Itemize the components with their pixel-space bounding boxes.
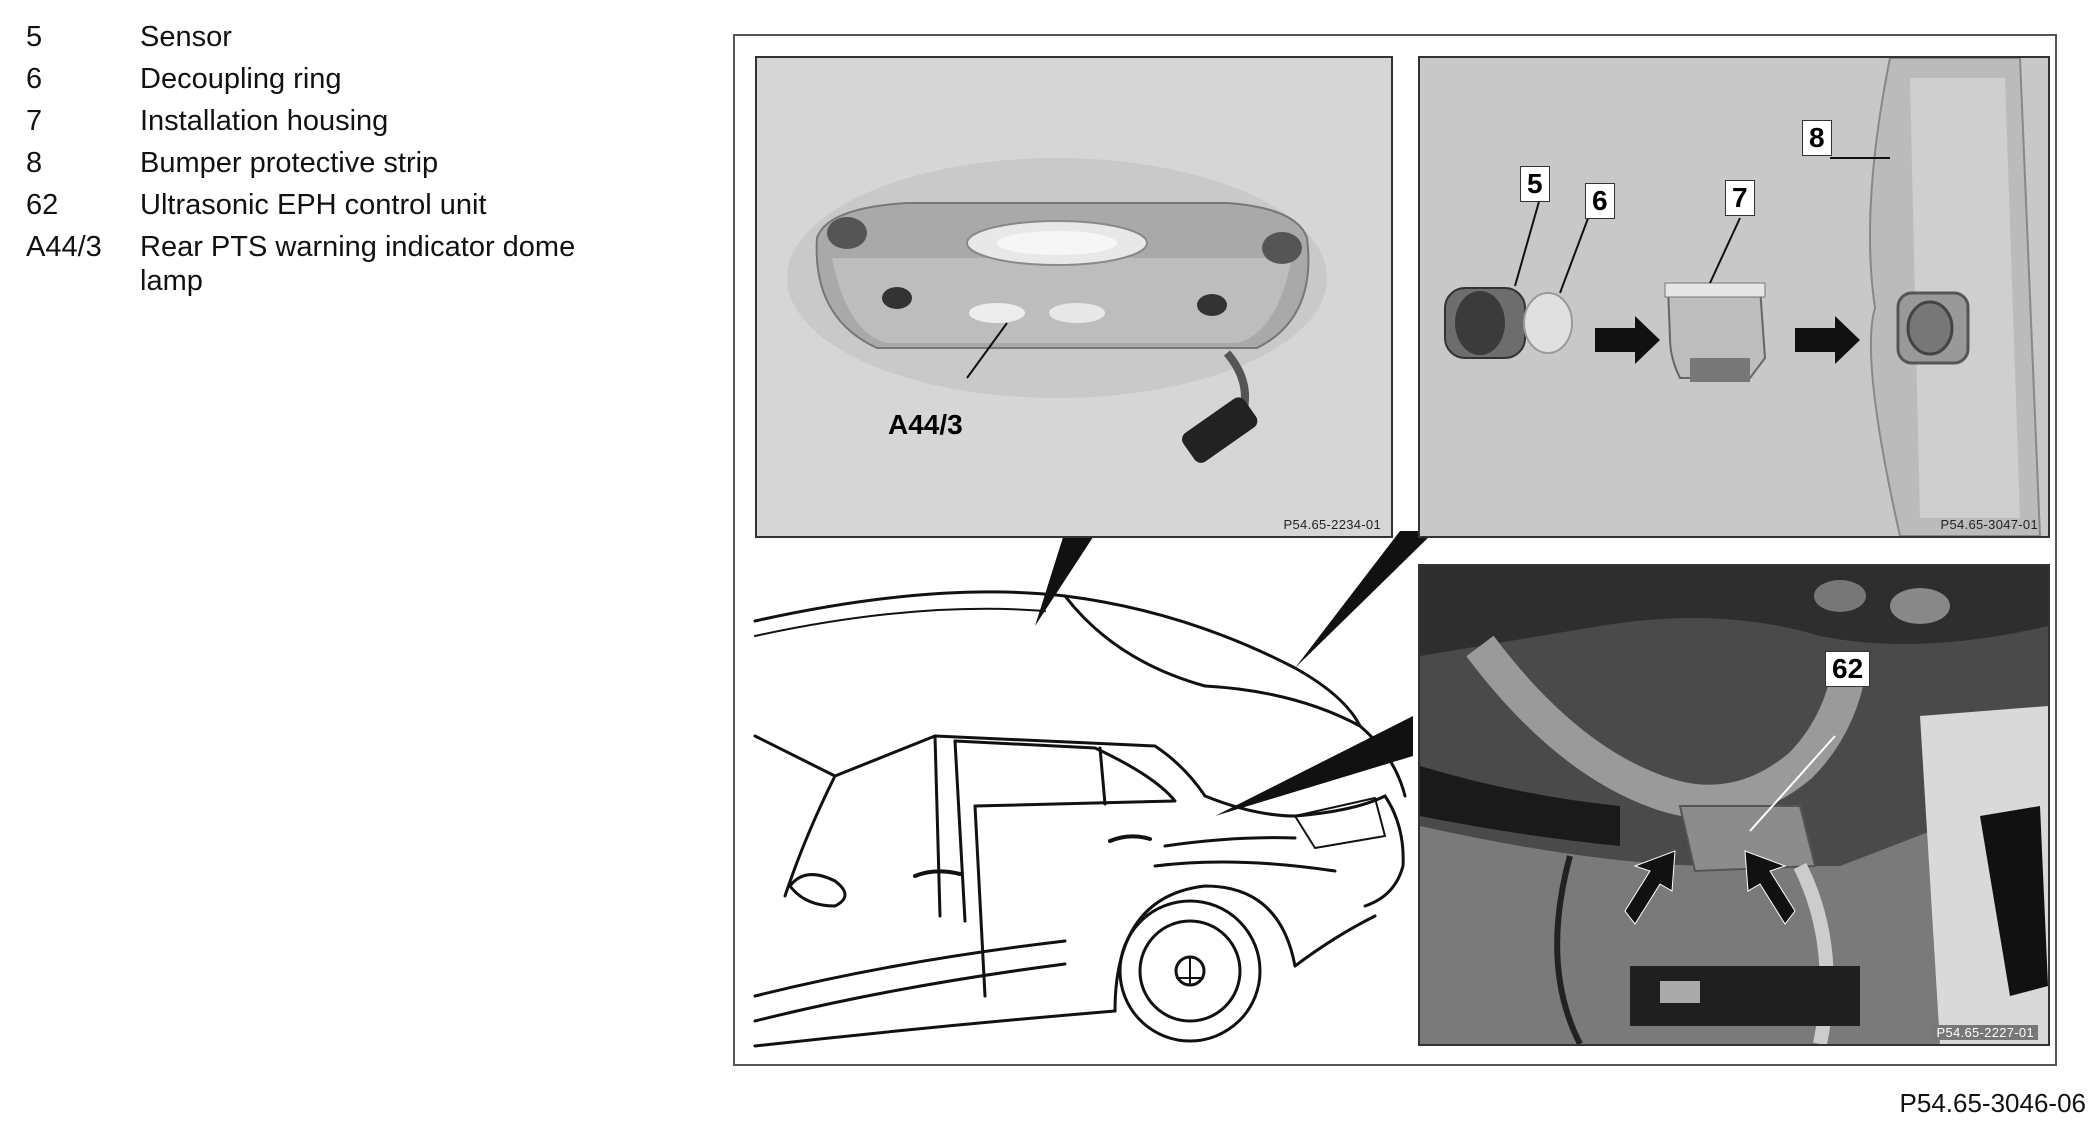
figure-reference: P54.65-3046-06 (1899, 1088, 2086, 1118)
legend-item: A44/3 Rear PTS warning indicator dome la… (26, 226, 646, 298)
sensor-drawing (1444, 58, 2042, 536)
legend-item: 7 Installation housing (26, 100, 646, 142)
legend-description: Ultrasonic EPH control unit (140, 189, 487, 221)
bumper-strip-callout: 8 (1802, 120, 1832, 156)
legend-description: Sensor (140, 21, 232, 53)
legend-number: 6 (26, 63, 43, 95)
sensor-callout: 5 (1520, 166, 1550, 202)
legend-description: Decoupling ring (140, 63, 342, 95)
car-illustration (753, 531, 1435, 1048)
panel-reference: P54.65-2234-01 (1283, 517, 1381, 532)
legend-item: 62 Ultrasonic EPH control unit (26, 184, 646, 226)
legend-description: Rear PTS warning indicator dome lamp (140, 231, 576, 297)
panel-reference: P54.65-3047-01 (1940, 517, 2038, 532)
dome-lamp-callout: A44/3 (888, 409, 963, 440)
dome-lamp-drawing (787, 158, 1327, 463)
legend-description: Bumper protective strip (140, 147, 439, 179)
callout-wedge (1295, 531, 1435, 668)
dome-lamp-panel: A44/3 P54.65-2234-01 (755, 56, 1393, 538)
legend-item: 6 Decoupling ring (26, 58, 646, 100)
legend-number: A44/3 (26, 231, 102, 263)
panel-reference: P54.65-2227-01 (1932, 1025, 2038, 1040)
legend-description: Installation housing (140, 105, 389, 137)
control-unit-callout: 62 (1825, 651, 1871, 687)
control-unit-panel: 62 P54.65-2227-01 (1418, 564, 2050, 1046)
legend-item: 8 Bumper protective strip (26, 142, 646, 184)
legend-number: 8 (26, 147, 43, 179)
decoupling-ring-callout: 6 (1585, 183, 1615, 219)
sensor-panel: 5 6 7 8 P54.65-3047-01 (1418, 56, 2050, 538)
legend-number: 5 (26, 21, 43, 53)
callout-wedge (1035, 531, 1097, 626)
control-unit-photo (1420, 566, 2048, 1044)
legend-number: 7 (26, 105, 43, 137)
callout-wedge (1215, 716, 1413, 816)
legend-item: 5 Sensor (26, 16, 646, 58)
figure-frame: A44/3 P54.65-2234-01 (733, 34, 2057, 1066)
legend: 5 Sensor 6 Decoupling ring 7 Installatio… (26, 16, 646, 298)
legend-number: 62 (26, 189, 59, 221)
installation-housing-callout: 7 (1725, 180, 1755, 216)
